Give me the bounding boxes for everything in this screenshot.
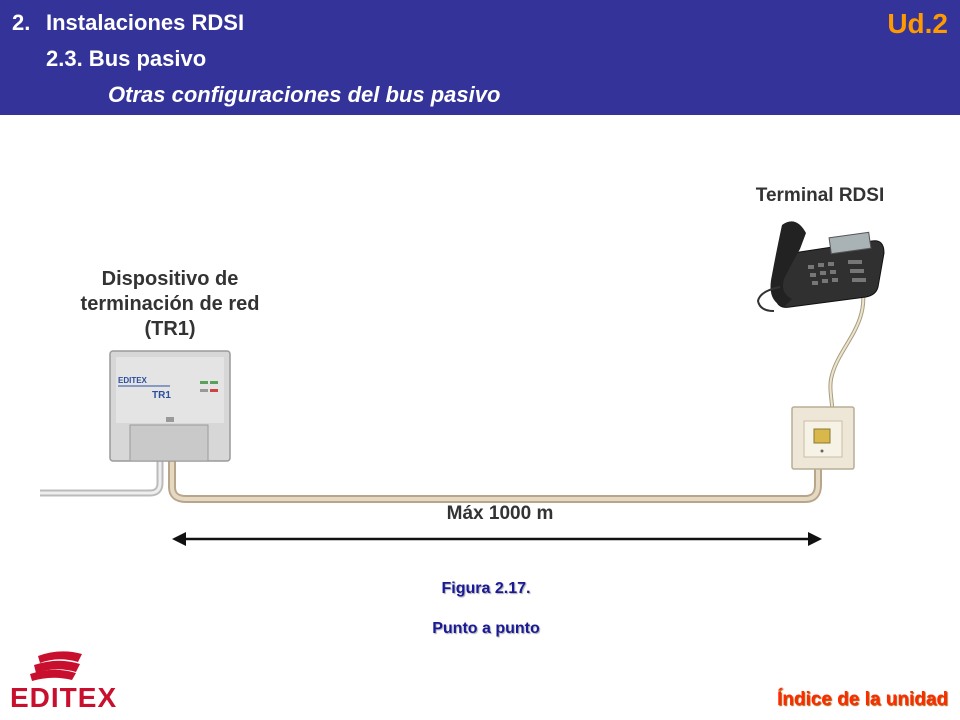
chapter-title: 2. Instalaciones RDSI [12,10,244,36]
network-terminator-device: EDITEX TR1 [109,350,231,462]
editex-logo-icon [30,651,82,681]
chapter-number: 2. [12,10,31,35]
wall-socket-icon [791,406,855,470]
slide-subtitle: Otras configuraciones del bus pasivo [108,82,501,107]
device-label-line: (TR1) [144,318,196,340]
figure-description: Punto a punto [432,620,540,637]
device-label: Dispositivo de terminación de red (TR1) [60,267,280,342]
input-cable [40,453,164,497]
device-label-line: Dispositivo de [101,268,239,290]
phone-icon [756,221,885,312]
distance-label: Máx 1000 m [446,503,554,524]
section-title: 2.3. Bus pasivo [46,46,207,71]
point-to-point-diagram: EDITEX TR1 [0,115,960,575]
diagram-drawing: EDITEX TR1 [40,221,885,546]
unit-badge: Ud.2 [887,8,948,39]
slide-header: 2. Instalaciones RDSI 2.3. Bus pasivo Otr… [0,0,960,115]
figure-number: Figura 2.17. [441,580,531,597]
device-brand: EDITEX [118,376,148,385]
bus-cable [168,453,822,503]
device-label-line: terminación de red [80,293,260,315]
device-model: TR1 [152,390,171,401]
logo-text: EDITEX [10,682,118,713]
terminal-label: Terminal RDSI [755,185,885,206]
chapter-title-text: Instalaciones RDSI [46,10,245,35]
double-arrow-icon [172,532,822,546]
unit-index-link[interactable]: Índice de la unidad [776,689,948,710]
